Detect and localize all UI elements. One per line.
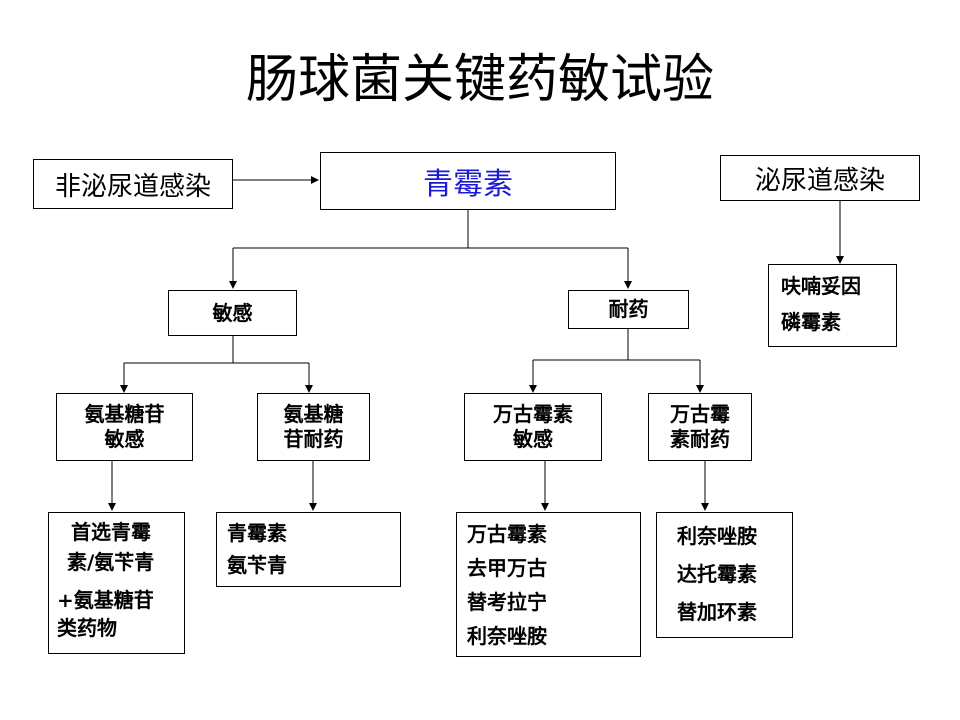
- vanco-resistant-line: 素耐药: [670, 427, 730, 451]
- rx-item: 达托霉素: [677, 562, 757, 586]
- rx-item: 青霉素: [227, 521, 287, 545]
- amino-resistant-rx-box: 青霉素 氨苄青: [216, 512, 401, 587]
- resistant-label: 耐药: [608, 297, 649, 321]
- vanco-resistant-box: 万古霉 素耐药: [648, 393, 752, 461]
- sensitive-label: 敏感: [212, 300, 253, 325]
- amino-sensitive-rx-box: 首选青霉 素/氨苄青 +氨基糖苷 类药物: [48, 512, 185, 654]
- amino-resistant-box: 氨基糖 苷耐药: [257, 393, 370, 461]
- connector-resistant-branch: [533, 329, 700, 361]
- rx-item: +氨基糖苷: [57, 588, 154, 612]
- penicillin-box: 青霉素: [320, 152, 616, 210]
- vanco-resistant-line: 万古霉: [670, 402, 730, 426]
- rx-item: 替加环素: [677, 600, 757, 624]
- rx-item: 氨苄青: [227, 553, 287, 577]
- amino-sensitive-box: 氨基糖苷 敏感: [56, 393, 193, 461]
- uti-drugs-box: 呋喃妥因 磷霉素: [768, 264, 897, 347]
- amino-resistant-line: 氨基糖: [283, 402, 344, 426]
- rx-item: 利奈唑胺: [467, 624, 547, 648]
- rx-item: 首选青霉: [71, 520, 151, 544]
- rx-item: 类药物: [57, 616, 117, 640]
- non-uti-box: 非泌尿道感染: [33, 159, 233, 209]
- resistant-box: 耐药: [568, 290, 689, 329]
- amino-sensitive-line: 氨基糖苷: [84, 402, 165, 426]
- uti-drug-item: 呋喃妥因: [781, 274, 861, 298]
- rx-item: 万古霉素: [467, 522, 547, 546]
- sensitive-box: 敏感: [168, 290, 297, 336]
- vanco-sensitive-box: 万古霉素 敏感: [464, 393, 602, 461]
- rx-item: 去甲万古: [467, 556, 547, 580]
- vanco-resistant-rx-box: 利奈唑胺 达托霉素 替加环素: [656, 512, 793, 638]
- uti-drug-item: 磷霉素: [781, 310, 841, 334]
- rx-item: 利奈唑胺: [677, 524, 757, 548]
- vanco-sensitive-line: 敏感: [513, 427, 553, 451]
- penicillin-label: 青霉素: [423, 167, 513, 202]
- uti-label: 泌尿道感染: [754, 165, 885, 196]
- vanco-sensitive-line: 万古霉素: [493, 402, 573, 426]
- uti-box: 泌尿道感染: [720, 155, 920, 201]
- connector-sensitive-branch: [124, 336, 309, 364]
- rx-item: 素/氨苄青: [67, 550, 155, 574]
- vanco-sensitive-rx-box: 万古霉素 去甲万古 替考拉宁 利奈唑胺: [456, 512, 641, 657]
- connector-penicillin-branch: [233, 210, 628, 249]
- rx-item: 替考拉宁: [467, 590, 547, 614]
- amino-resistant-line: 苷耐药: [283, 427, 344, 451]
- non-uti-label: 非泌尿道感染: [54, 171, 211, 202]
- amino-sensitive-line: 敏感: [104, 427, 145, 451]
- page-title: 肠球菌关键药敏试验: [245, 50, 714, 110]
